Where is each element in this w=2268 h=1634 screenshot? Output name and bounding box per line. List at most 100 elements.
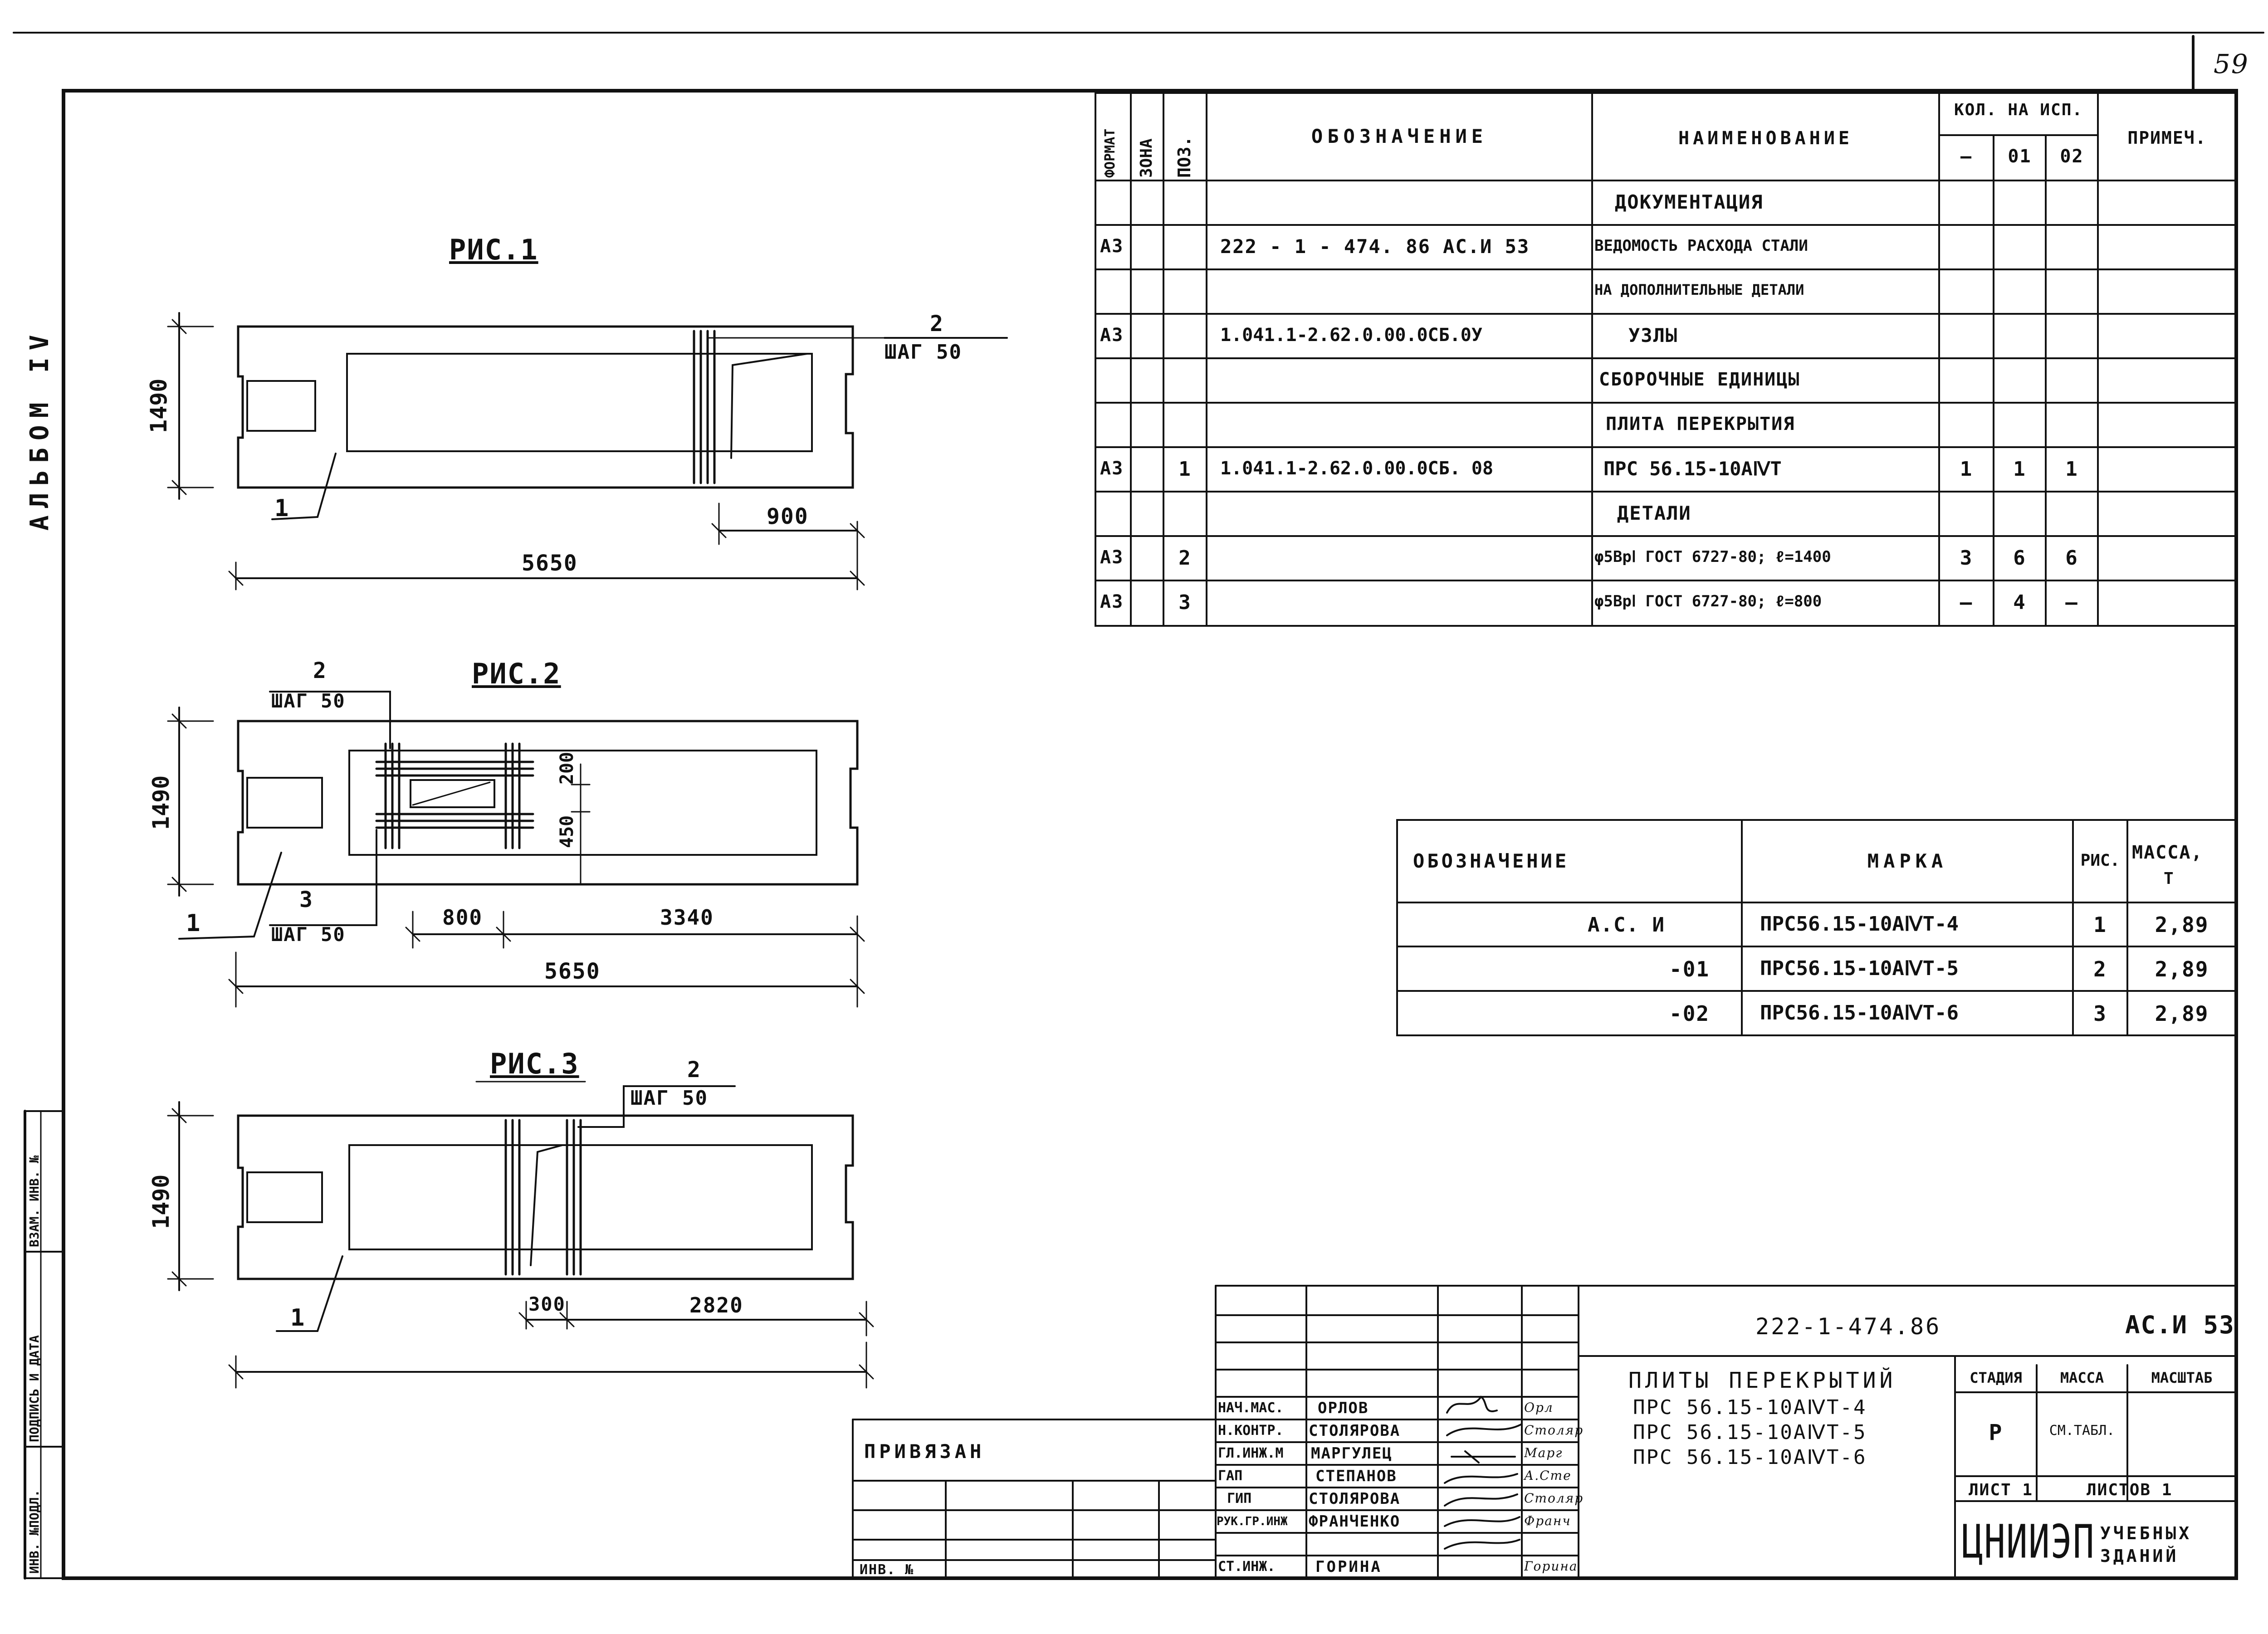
fig1-pos-label: 1 <box>274 495 290 522</box>
spec-row-6-format: А3 <box>1100 458 1124 479</box>
signature-2-sign: Марг <box>1524 1445 1563 1460</box>
fig2-title: РИС.2 <box>472 657 561 690</box>
signature-marks <box>1444 1395 1523 1550</box>
spec-row-9-q1: 4 <box>2013 591 2026 614</box>
fig3-rebar-label: 2 <box>687 1057 701 1083</box>
mark-row-1-mark: ПРС56.15-10АⅣТ-5 <box>1760 957 1959 980</box>
spec-header-qty-col-2: 02 <box>2060 146 2084 167</box>
fig3-height-dim: 1490 <box>148 1174 174 1229</box>
mark-row-2-mass: 2,89 <box>2155 1001 2209 1026</box>
fig1-drawing <box>167 312 1008 590</box>
spec-row-2-name: НА ДОПОЛНИТЕЛЬНЫЕ ДЕТАЛИ <box>1594 281 1804 298</box>
mark-row-0-fig: 1 <box>2093 912 2107 937</box>
spec-row-1-name: ВЕДОМОСТЬ РАСХОДА СТАЛИ <box>1594 237 1808 255</box>
title-mass-value: СМ.ТАБЛ. <box>2049 1423 2115 1439</box>
signature-3-role: ГАП <box>1218 1468 1243 1484</box>
mark-row-0-designation: А.С. И <box>1588 913 1665 937</box>
signature-5-name: ФРАНЧЕНКО <box>1309 1512 1401 1531</box>
spec-row-8-q1: 6 <box>2013 546 2026 570</box>
mark-header-fig: РИС. <box>2080 851 2120 870</box>
side-stamp-vzam-inv: ВЗАМ. ИНВ. № <box>27 1155 42 1247</box>
spec-row-4-name: СБОРОЧНЫЕ ЕДИНИЦЫ <box>1599 369 1800 390</box>
signature-4-role: ГИП <box>1227 1491 1252 1507</box>
spec-row-9-name: φ5ВрⅠ ГОСТ 6727-80; ℓ=800 <box>1594 592 1822 610</box>
mark-row-2-designation: -02 <box>1669 1001 1710 1026</box>
spec-row-6-q2: 1 <box>2065 458 2078 481</box>
signature-2-role: ГЛ.ИНЖ.М <box>1218 1445 1284 1461</box>
fig2-step-top-label: ШАГ 50 <box>271 690 346 712</box>
signature-2-name: МАРГУЛЕЦ <box>1311 1444 1393 1463</box>
mark-row-2-mark: ПРС56.15-10АⅣТ-6 <box>1760 1001 1959 1024</box>
fig2-step-bottom-label: ШАГ 50 <box>271 923 346 946</box>
signature-6-sign: Горина <box>1524 1559 1578 1574</box>
mark-row-0-mass: 2,89 <box>2155 912 2209 937</box>
title-doc-code: 222-1-474.86 <box>1755 1313 1941 1340</box>
fig3-pos-label: 1 <box>290 1304 306 1332</box>
signature-1-name: СТОЛЯРОВА <box>1309 1422 1401 1440</box>
signature-0-name: ОРЛОВ <box>1318 1399 1369 1417</box>
spec-row-9-pos: 3 <box>1178 591 1192 614</box>
signature-6-role: СТ.ИНЖ. <box>1218 1559 1276 1575</box>
signature-0-sign: Орл <box>1524 1400 1554 1415</box>
spec-row-9-format: А3 <box>1100 591 1124 612</box>
signature-1-role: Н.КОНТР. <box>1218 1423 1284 1439</box>
fig2-rebar-top-label: 2 <box>313 658 327 683</box>
spec-header-note: ПРИМЕЧ. <box>2127 128 2207 148</box>
fig3-drawing <box>167 1081 874 1389</box>
fig1-height-dim: 1490 <box>146 378 172 433</box>
title-sheet-label: ЛИСТ 1 <box>1969 1481 2033 1499</box>
fig2-dim-800: 800 <box>442 905 483 930</box>
spec-row-1-designation: 222 - 1 - 474. 86 АС.И 53 <box>1220 235 1530 258</box>
spec-row-6-q1: 1 <box>2013 458 2026 481</box>
spec-row-5-name: ПЛИТА ПЕРЕКРЫТИЯ <box>1606 414 1795 434</box>
spec-header-qty-col-0: — <box>1960 146 1973 167</box>
spec-row-9-q2: — <box>2065 591 2078 614</box>
spec-header-qty: КОЛ. НА ИСП. <box>1954 101 2083 119</box>
spec-row-7-name: ДЕТАЛИ <box>1617 502 1691 524</box>
title-org-name: ЦНИИЭП <box>1962 1516 2095 1569</box>
spec-row-6-pos: 1 <box>1178 458 1192 481</box>
title-sheet-code: АС.И 53 <box>2125 1311 2235 1339</box>
signature-3-name: СТЕПАНОВ <box>1315 1467 1397 1485</box>
fig3-step-label: ШАГ 50 <box>631 1087 708 1110</box>
spec-row-0-name: ДОКУМЕНТАЦИЯ <box>1615 191 1764 213</box>
fig3-dim-300: 300 <box>528 1293 566 1315</box>
title-org-sub1: УЧЕБНЫХ <box>2100 1523 2192 1543</box>
signature-4-name: СТОЛЯРОВА <box>1309 1490 1401 1508</box>
spec-header-designation: ОБОЗНАЧЕНИЕ <box>1311 125 1488 147</box>
fig2-dim-200: 200 <box>557 751 577 785</box>
title-mass-label: МАССА <box>2060 1369 2104 1386</box>
fig3-title: РИС.3 <box>490 1047 579 1080</box>
title-name: ПЛИТЫ ПЕРЕКРЫТИЙ <box>1628 1368 1897 1393</box>
signature-6-name: ГОРИНА <box>1315 1558 1382 1576</box>
title-line-2: ПРС 56.15-10АⅣТ-6 <box>1633 1446 1867 1469</box>
title-line-1: ПРС 56.15-10АⅣТ-5 <box>1633 1421 1867 1444</box>
mark-header-designation: ОБОЗНАЧЕНИЕ <box>1413 850 1569 872</box>
privyazan-title: ПРИВЯЗАН <box>864 1440 985 1463</box>
fig2-dim-3340: 3340 <box>660 905 714 930</box>
signature-0-role: НАЧ.МАС. <box>1218 1400 1284 1416</box>
mark-row-2-fig: 3 <box>2093 1001 2107 1026</box>
spec-header-qty-col-1: 01 <box>2008 146 2032 167</box>
spec-row-6-q0: 1 <box>1960 458 1973 481</box>
fig3-dim-2820: 2820 <box>689 1293 743 1317</box>
signature-5-role: РУК.ГР.ИНЖ <box>1217 1515 1288 1528</box>
signature-1-sign: Столяр <box>1524 1423 1584 1438</box>
spec-row-8-pos: 2 <box>1178 546 1192 570</box>
mark-header-mark: МАРКА <box>1867 850 1948 872</box>
fig2-length-dim: 5650 <box>544 959 601 984</box>
side-stamp-podpis-data: ПОДПИСЬ И ДАТА <box>27 1335 42 1442</box>
fig2-dim-450: 450 <box>557 815 577 848</box>
fig1-length-dim: 5650 <box>522 551 578 576</box>
signature-3-sign: А.Сте <box>1524 1468 1572 1483</box>
fig1-rebar-label: 2 <box>930 311 944 337</box>
album-label: АЛЬБОМ IV <box>25 327 54 531</box>
side-stamp-inv-podl: ИНВ. №ПОДЛ. <box>27 1489 42 1574</box>
sheet-number: 59 <box>2214 49 2249 79</box>
signature-4-sign: Столяр <box>1524 1491 1584 1506</box>
spec-row-6-designation: 1.041.1-2.62.0.00.0СБ. 08 <box>1220 458 1494 479</box>
mark-header-mass-unit: Т <box>2164 869 2175 888</box>
fig2-rebar-bottom-label: 3 <box>299 887 313 912</box>
fig2-height-dim: 1490 <box>148 775 174 830</box>
